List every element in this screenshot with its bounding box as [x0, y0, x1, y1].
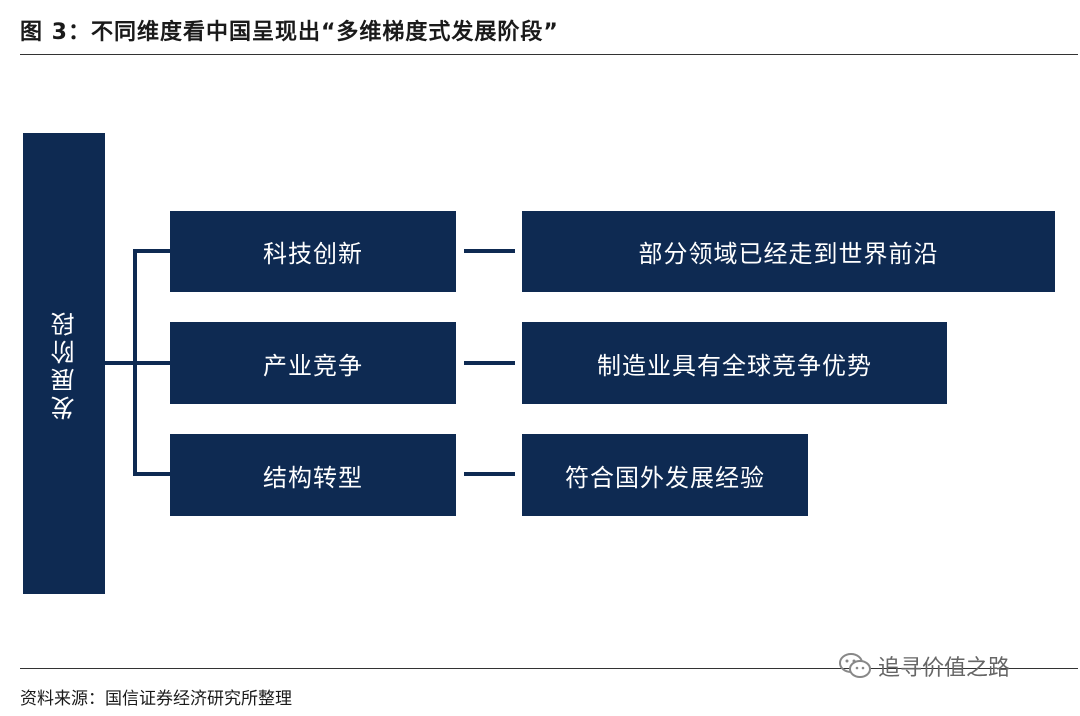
watermark: 追寻价值之路: [838, 650, 1010, 682]
result-label-3: 符合国外发展经验: [565, 463, 765, 492]
bracket-arm-1: [133, 249, 170, 253]
result-node-1: 部分领域已经走到世界前沿: [522, 211, 1055, 292]
dimension-node-2: 产业竞争: [170, 322, 456, 404]
result-node-3: 符合国外发展经验: [522, 434, 808, 516]
bracket-arm-3: [133, 472, 170, 476]
root-node: 发展阶段: [23, 133, 105, 594]
bracket-arm-2: [133, 361, 170, 365]
root-connector: [105, 361, 135, 365]
source-rule: [20, 668, 1078, 669]
dimension-label-3: 结构转型: [263, 463, 363, 492]
root-node-label: 发展阶段: [50, 307, 79, 420]
dimension-label-1: 科技创新: [263, 240, 363, 268]
title-rule: [20, 54, 1078, 55]
wechat-icon: [839, 653, 871, 678]
result-label-2: 制造业具有全球竞争优势: [597, 351, 872, 380]
figure-title: 图 3：不同维度看中国呈现出“多维梯度式发展阶段”: [20, 20, 559, 45]
source-note: 资料来源：国信证券经济研究所整理: [20, 689, 292, 709]
dimension-node-3: 结构转型: [170, 434, 456, 516]
dimension-node-1: 科技创新: [170, 211, 456, 292]
link-2: [464, 361, 515, 365]
link-1: [464, 249, 515, 253]
watermark-text: 追寻价值之路: [878, 656, 1011, 681]
result-label-1: 部分领域已经走到世界前沿: [638, 240, 939, 268]
dimension-label-2: 产业竞争: [263, 351, 363, 380]
link-3: [464, 472, 515, 476]
result-node-2: 制造业具有全球竞争优势: [522, 322, 947, 404]
